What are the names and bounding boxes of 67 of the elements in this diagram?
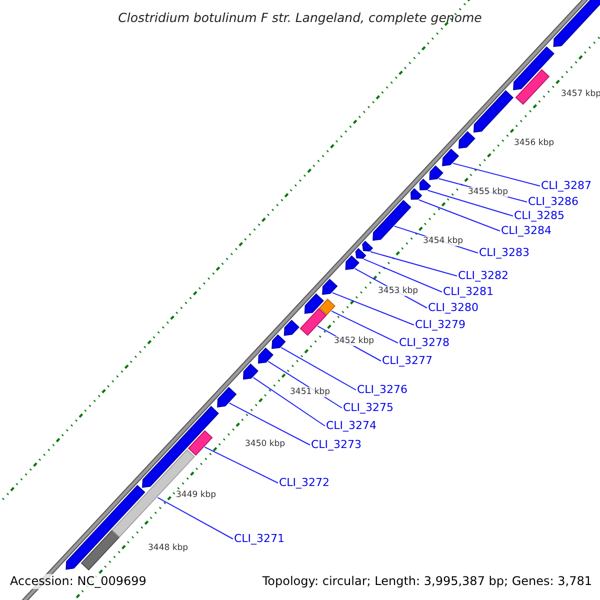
gene-label: CLI_3274: [326, 419, 377, 432]
accession-text: Accession: NC_009699: [10, 574, 146, 589]
gene-feature: [242, 364, 258, 380]
scale-label: 3452 kbp: [334, 336, 374, 346]
leader-line: [228, 402, 310, 446]
gene-bar: [80, 530, 120, 570]
gene-bar: [112, 449, 195, 538]
gene-feature: [142, 406, 219, 488]
gene-feature: [429, 165, 444, 180]
gene-feature: [410, 188, 422, 200]
leader-line: [332, 292, 414, 326]
scale-label: 3453 kbp: [378, 286, 418, 296]
gene-bar: [318, 298, 336, 316]
scale-label: 3450 kbp: [245, 439, 286, 449]
gene-feature: [345, 255, 360, 270]
scale-label: 3455 kbp: [468, 187, 508, 197]
gene-label: CLI_3278: [399, 336, 450, 349]
gene-feature: [362, 240, 374, 252]
gene-label: CLI_3277: [382, 354, 433, 367]
gene-label: CLI_3275: [343, 401, 394, 414]
gene-feature: [272, 334, 286, 349]
gene-label: CLI_3271: [234, 532, 285, 545]
gene-label: CLI_3287: [541, 179, 592, 192]
gene-bar: [515, 69, 550, 105]
title: Clostridium botulinum F str. Langeland, complete genome: [117, 10, 483, 25]
gene-feature: [553, 0, 600, 48]
leader-line: [370, 251, 458, 276]
gene-label: CLI_3281: [443, 285, 494, 298]
gene-bar: [300, 308, 327, 336]
leader-line: [204, 446, 278, 484]
gene-label: CLI_3284: [501, 224, 552, 237]
leader-line: [280, 347, 356, 390]
gene-feature: [473, 90, 514, 133]
scale-label: 3454 kbp: [423, 236, 464, 246]
leader-line: [427, 190, 514, 216]
gene-feature: [458, 131, 476, 149]
scale-label: 3448 kbp: [148, 543, 188, 553]
gene-label: CLI_3272: [279, 476, 330, 489]
leader-line: [157, 497, 234, 540]
gene-feature: [355, 248, 366, 259]
gene-feature: [419, 178, 432, 190]
leader-line: [331, 310, 398, 344]
gene-feature: [513, 46, 554, 90]
gene-label: CLI_3276: [357, 383, 408, 396]
gene-label: CLI_3285: [514, 209, 565, 222]
genome-stats-text: Topology: circular; Length: 3,995,387 bp; Genes: 3,781: [262, 574, 592, 589]
gene-label: CLI_3279: [415, 318, 466, 331]
gene-feature: [66, 484, 146, 570]
gene-feature: [442, 148, 460, 166]
leader-line: [452, 162, 540, 186]
scale-label: 3456 kbp: [514, 138, 554, 148]
gene-bar: [188, 430, 213, 456]
gene-label: CLI_3273: [311, 438, 362, 451]
gene-label: CLI_3282: [458, 269, 509, 282]
scale-label: 3451 kbp: [290, 387, 330, 397]
scale-label: 3449 kbp: [176, 490, 216, 500]
gene-feature: [217, 386, 237, 408]
leader-line: [418, 199, 500, 232]
leader-line: [252, 376, 326, 426]
gene-feature: [322, 278, 338, 295]
gene-feature: [372, 200, 412, 241]
gene-feature: [304, 293, 324, 314]
gene-label: CLI_3280: [428, 301, 479, 314]
leader-line: [363, 258, 442, 292]
gene-label: CLI_3286: [528, 195, 579, 208]
gene-feature: [258, 348, 274, 364]
gene-label: CLI_3283: [479, 246, 530, 259]
